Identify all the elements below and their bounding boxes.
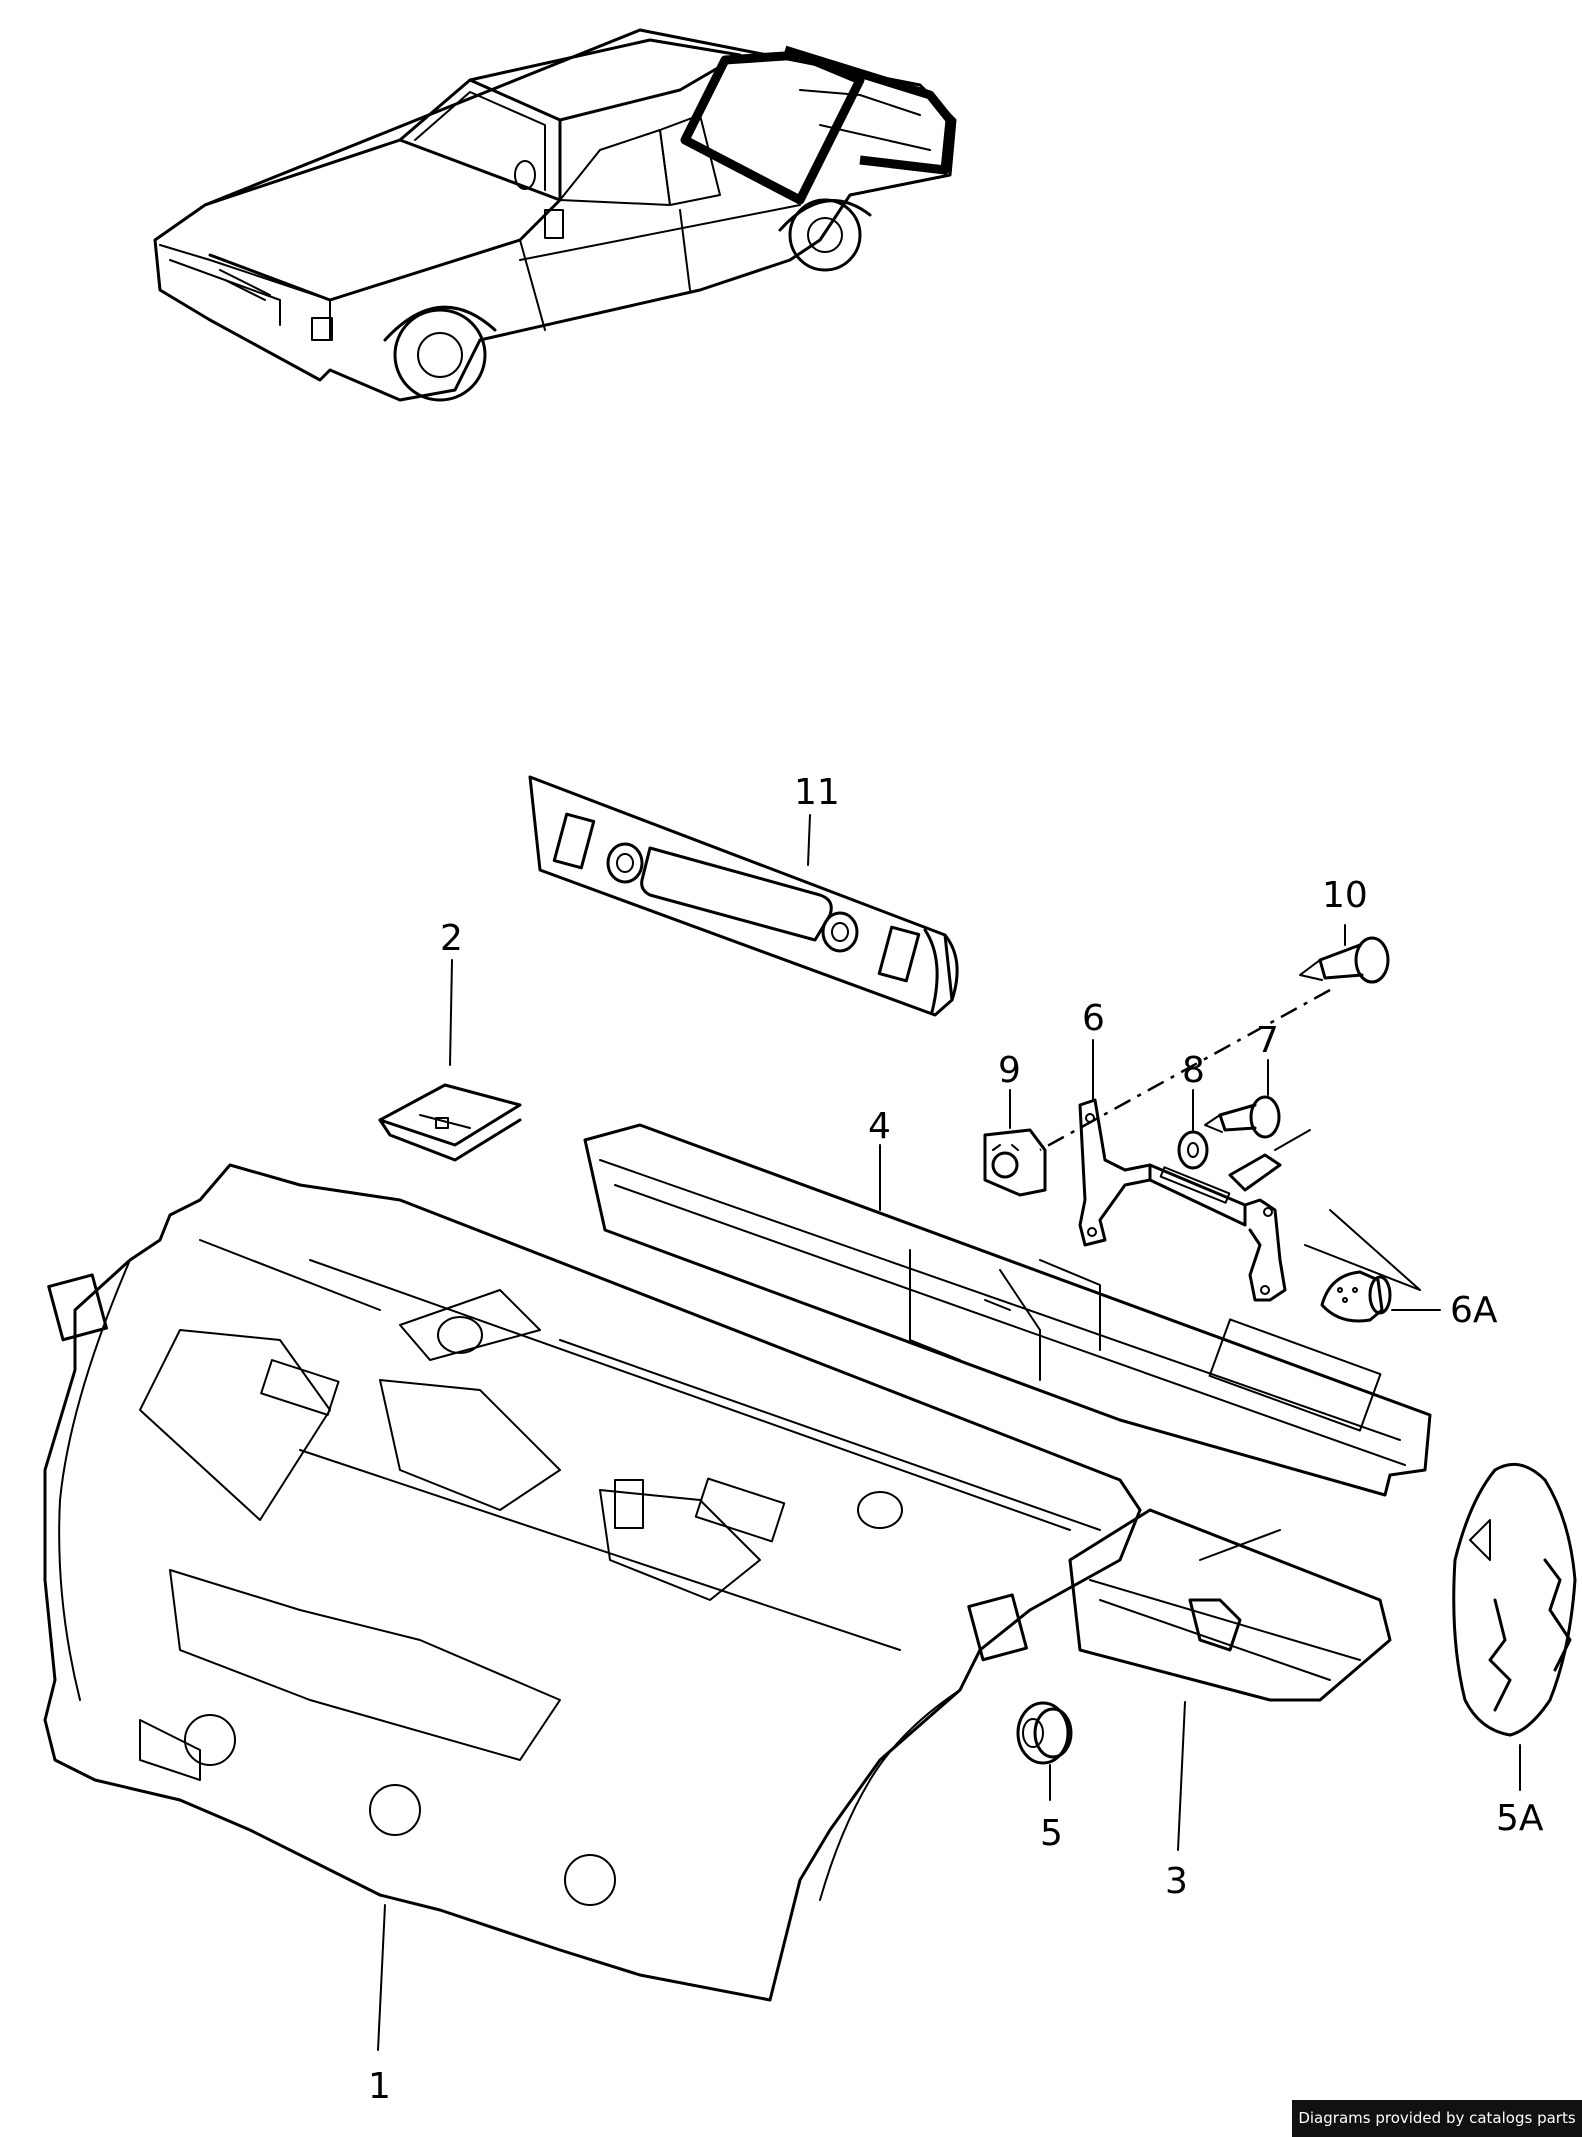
part-8-washer <box>1177 1130 1209 1170</box>
callout-11: 11 <box>794 772 840 813</box>
attribution-footer: Diagrams provided by catalogs parts <box>1292 2100 1582 2137</box>
part-11-trim-panel <box>528 775 959 1017</box>
car-overview-illustration <box>153 28 957 402</box>
callout-10: 10 <box>1322 875 1368 916</box>
part-5-grommet <box>1016 1701 1073 1765</box>
callout-5a: 5A <box>1496 1798 1544 1839</box>
callout-labels: 11 2 10 7 8 6 9 4 6A 5A 5 3 1 <box>368 772 1544 2107</box>
callout-9: 9 <box>998 1050 1021 1091</box>
callout-3: 3 <box>1165 1861 1188 1902</box>
part-1-panel <box>43 1163 1142 2002</box>
assembly-axis-line <box>1039 988 1331 1152</box>
part-6a-nut <box>1320 1270 1392 1323</box>
callout-2: 2 <box>440 918 463 959</box>
part-3-reinforcement <box>1068 1508 1392 1702</box>
part-10-screw <box>1299 936 1390 984</box>
part-6-bracket <box>1078 1098 1421 1302</box>
callout-8: 8 <box>1182 1050 1205 1091</box>
callout-7: 7 <box>1256 1020 1279 1061</box>
part-4-rail <box>583 1123 1432 1497</box>
callout-5: 5 <box>1040 1813 1063 1854</box>
callout-6a: 6A <box>1450 1290 1498 1331</box>
callout-6: 6 <box>1082 998 1105 1039</box>
part-7-screw <box>1204 1095 1281 1139</box>
assembly-line-6a <box>1329 1209 1421 1291</box>
callout-1: 1 <box>368 2066 391 2107</box>
part-5a-clip <box>1452 1462 1577 1737</box>
part-9-clip <box>983 1128 1047 1197</box>
leader-lines <box>377 814 1521 2051</box>
part-2-bracket <box>378 1083 522 1162</box>
callout-4: 4 <box>868 1106 891 1147</box>
